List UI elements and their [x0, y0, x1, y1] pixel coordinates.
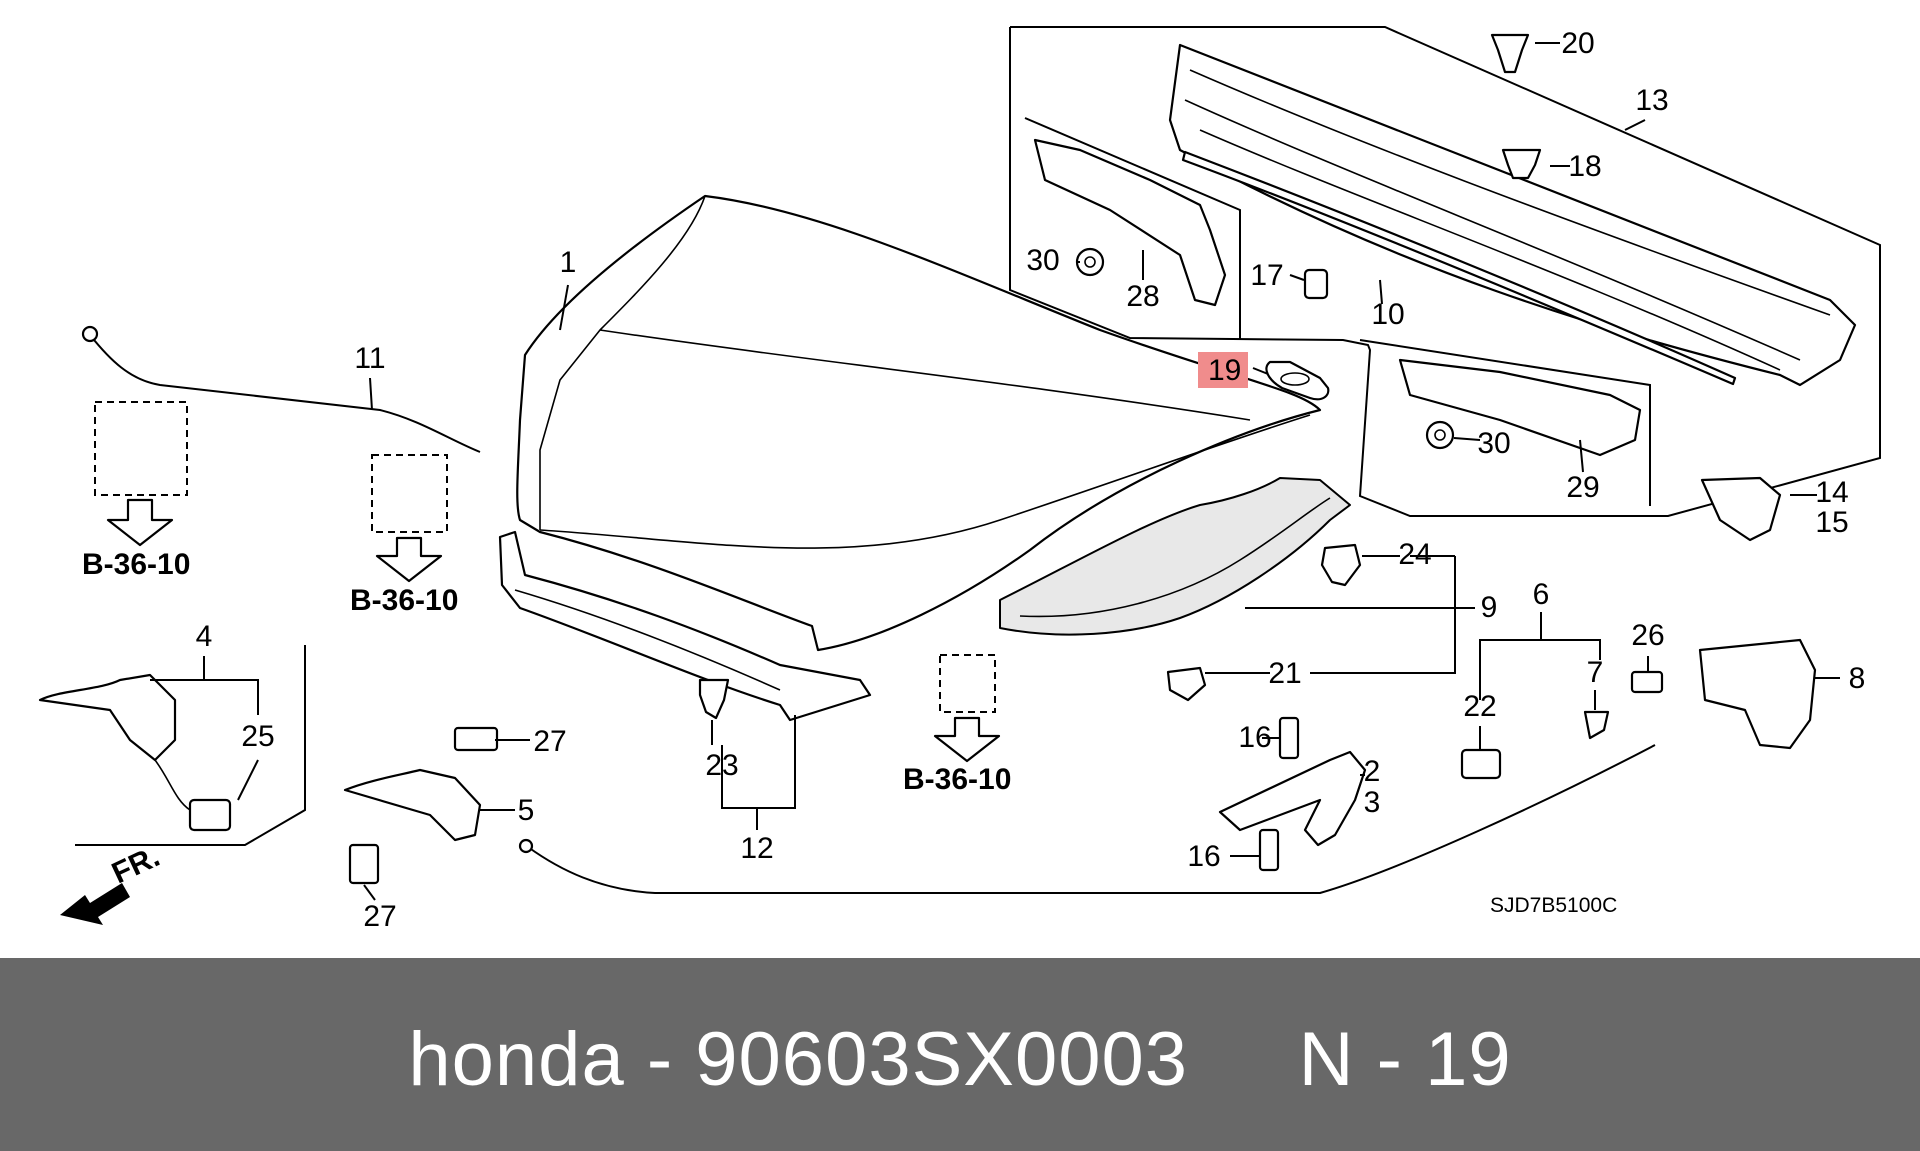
highlight-box: [1198, 352, 1248, 388]
footer-brand: honda: [408, 1017, 625, 1102]
release-cable-6[interactable]: [518, 744, 1656, 894]
front-direction-arrow-icon: FR.: [60, 840, 165, 925]
callout-label-l17: 17: [1250, 259, 1283, 292]
drawing-code: SJD7B5100C: [1490, 894, 1617, 917]
callout-label-l24: 24: [1398, 538, 1431, 571]
callout-label-l29: 29: [1566, 471, 1599, 504]
leader-lines: [150, 42, 1840, 901]
callout-label-l8: 8: [1849, 662, 1866, 695]
callout-label-l23: 23: [705, 749, 738, 782]
hood-panel[interactable]: [516, 194, 1322, 652]
cowl-bracket-29[interactable]: [1398, 358, 1642, 457]
callout-label-l28: 28: [1126, 280, 1159, 313]
footer-caption: honda - 90603SX0003 N - 19: [0, 1020, 1920, 1100]
hood-parts-diagram: FR. 19 B-36-10 B-36-10 B-36-10 SJD7B5100…: [38, 26, 1881, 933]
footer-part-number: 90603SX0003: [695, 1017, 1189, 1102]
footer-separator: -: [624, 1017, 696, 1102]
callout-label-l16b: 16: [1187, 840, 1220, 873]
fasteners[interactable]: [348, 33, 1664, 885]
front-label: FR.: [107, 840, 165, 890]
footer-position: N - 19: [1298, 1017, 1512, 1102]
callout-label-l4: 4: [196, 620, 213, 653]
hood-hinge[interactable]: [1218, 750, 1367, 847]
reference-boxes: [94, 401, 1001, 763]
callout-label-l20: 20: [1561, 27, 1594, 60]
hood-insulator[interactable]: [999, 477, 1351, 636]
cowl-bracket-28[interactable]: [1033, 138, 1227, 307]
callout-label-l30a: 30: [1026, 244, 1059, 277]
callout-label-l11: 11: [354, 342, 385, 375]
hood-latch[interactable]: [38, 673, 482, 842]
release-cable-11[interactable]: [81, 325, 481, 453]
callout-label-l30b: 30: [1477, 427, 1510, 460]
callout-label-l15: 15: [1815, 506, 1848, 539]
highlight-label: 19: [1208, 354, 1241, 387]
hood-latch-8[interactable]: [1698, 638, 1817, 750]
callout-label-l7: 7: [1587, 656, 1604, 689]
callout-label-l25: 25: [241, 720, 274, 753]
callout-label-l5: 5: [518, 794, 535, 827]
cowl-top-panel[interactable]: [1168, 43, 1857, 387]
callout-label-l2: 2: [1364, 755, 1381, 788]
callout-label-l1: 1: [560, 246, 577, 279]
callout-label-l16a: 16: [1238, 721, 1271, 754]
callout-label-l18: 18: [1568, 150, 1601, 183]
callout-label-l14: 14: [1815, 476, 1848, 509]
grommet-19[interactable]: [1265, 360, 1330, 401]
hood-front-seal[interactable]: [498, 530, 872, 722]
ref-label-1: B-36-10: [82, 548, 190, 581]
footer-gap: [1188, 1017, 1299, 1102]
callout-label-l3: 3: [1364, 786, 1381, 819]
callout-label-l21: 21: [1268, 657, 1301, 690]
callout-label-l6: 6: [1533, 578, 1550, 611]
ref-label-3: B-36-10: [903, 763, 1011, 796]
callout-label-l27b: 27: [363, 900, 396, 933]
callout-label-l10: 10: [1371, 298, 1404, 331]
cowl-cover-14-15[interactable]: [1700, 476, 1782, 542]
callout-label-l9: 9: [1481, 591, 1498, 624]
callout-label-l22: 22: [1463, 690, 1496, 723]
ref-label-2: B-36-10: [350, 584, 458, 617]
assembly-frames: [75, 26, 1881, 846]
footer-bar: honda - 90603SX0003 N - 19: [0, 958, 1920, 1151]
callout-label-l12: 12: [740, 832, 773, 865]
cowl-seal-strip[interactable]: [1181, 150, 1737, 386]
callout-label-l13: 13: [1635, 84, 1668, 117]
callout-label-l27a: 27: [533, 725, 566, 758]
callout-label-l26: 26: [1631, 619, 1664, 652]
